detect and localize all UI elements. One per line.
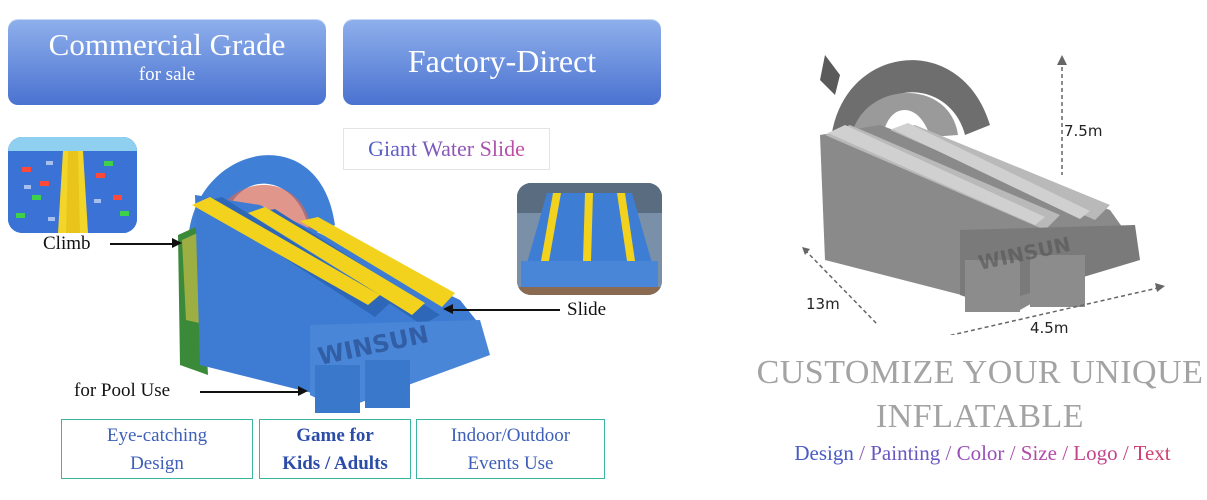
commercial-grade-banner: Commercial Grade for sale <box>8 19 326 105</box>
pool-use-label: for Pool Use <box>74 380 171 401</box>
pool-arrow-head <box>298 386 308 396</box>
option-text: Text <box>1133 441 1171 465</box>
option-separator: / <box>853 441 871 465</box>
feature-line: Kids / Adults <box>282 453 388 474</box>
product-name: Giant Water Slide <box>368 136 525 161</box>
option-separator: / <box>1004 441 1021 465</box>
feature-game: Game for Kids / Adults <box>259 419 411 479</box>
pool-arrow <box>200 391 300 393</box>
option-design: Design <box>794 441 854 465</box>
customize-heading-line1: CUSTOMIZE YOUR UNIQUE <box>756 354 1204 391</box>
feature-line: Indoor/Outdoor <box>450 425 571 446</box>
height-dimension: 7.5m <box>1064 122 1103 140</box>
slide-arrow <box>452 309 560 311</box>
feature-indoor-outdoor: Indoor/Outdoor Events Use <box>416 419 605 479</box>
option-color: Color <box>956 441 1005 465</box>
slide-label: Slide <box>567 299 607 320</box>
option-logo: Logo <box>1073 441 1118 465</box>
feature-line: Game for <box>296 425 374 446</box>
feature-line: Design <box>130 453 184 474</box>
product-name-tag: Giant Water Slide <box>343 128 550 170</box>
slide-arrow-head <box>443 304 453 314</box>
option-separator: / <box>1117 441 1134 465</box>
feature-eye-catching: Eye-catching Design <box>61 419 253 479</box>
slide-lanes-photo <box>517 183 662 295</box>
length-dimension: 13m <box>806 295 840 313</box>
water-slide-image: WINSUN <box>178 155 490 413</box>
climb-wall-photo <box>8 137 137 233</box>
grayscale-slide-image: WINSUN <box>802 55 1165 335</box>
customization-options: Design / Painting / Color / Size / Logo … <box>760 441 1205 466</box>
banner-title: Factory-Direct <box>407 43 597 79</box>
climb-arrow <box>110 243 174 245</box>
banner-subtitle: for sale <box>138 64 196 85</box>
customize-heading-line2: INFLATABLE <box>875 398 1085 435</box>
option-separator: / <box>940 441 957 465</box>
banner-title: Commercial Grade <box>48 27 286 62</box>
feature-line: Eye-catching <box>106 425 208 446</box>
feature-line: Events Use <box>467 453 554 474</box>
option-size: Size <box>1020 441 1057 465</box>
width-dimension: 4.5m <box>1030 319 1069 337</box>
option-separator: / <box>1056 441 1074 465</box>
climb-arrow-head <box>172 238 182 248</box>
factory-direct-banner: Factory-Direct <box>343 19 661 105</box>
climb-label: Climb <box>43 233 91 254</box>
option-painting: Painting <box>870 441 941 465</box>
